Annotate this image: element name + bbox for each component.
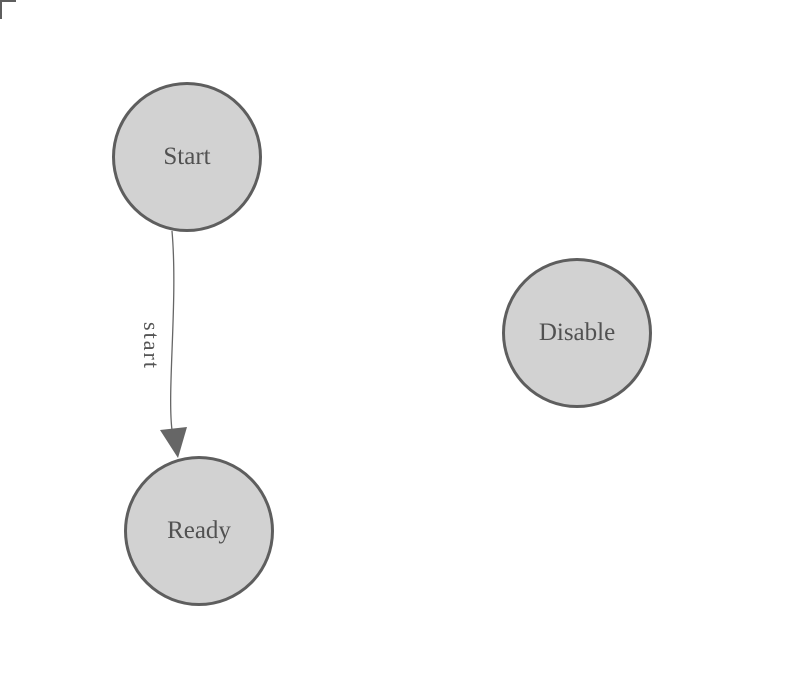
state-node-start[interactable]: Start xyxy=(112,82,262,232)
state-node-label: Disable xyxy=(538,319,616,346)
edge-label-start[interactable]: start xyxy=(139,322,164,370)
edge-arrowhead-icon xyxy=(160,427,187,458)
state-node-label: Ready xyxy=(167,517,231,544)
canvas-corner-mark xyxy=(0,0,16,19)
state-node-ready[interactable]: Ready xyxy=(124,456,274,606)
state-node-disable[interactable]: Disable xyxy=(502,258,652,408)
transition-edge[interactable] xyxy=(170,230,175,431)
state-node-label: Start xyxy=(163,143,211,170)
